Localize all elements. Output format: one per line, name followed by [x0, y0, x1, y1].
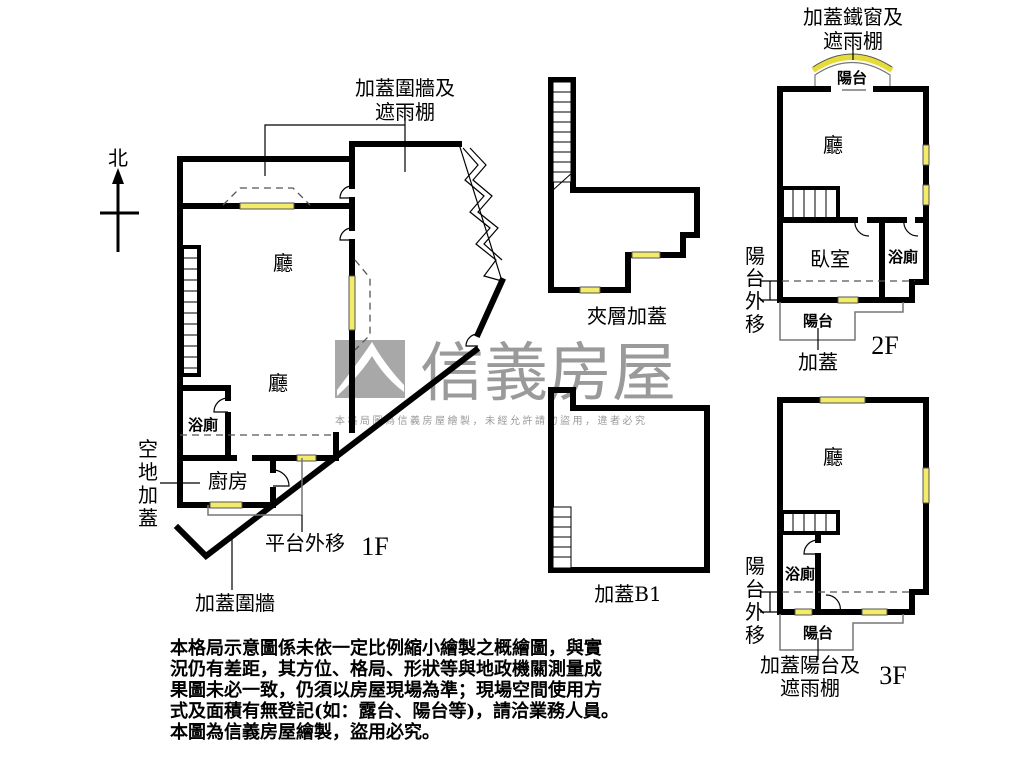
- added-wall-label: 加蓋圍牆: [195, 591, 275, 615]
- room-bathroom: 浴廁: [188, 416, 218, 434]
- 2f-room-balcony-bottom: 陽台: [803, 312, 833, 330]
- 2f-balcony-shift-3: 外: [745, 289, 765, 313]
- floor-label-b1: 加蓋B1: [594, 582, 661, 606]
- 3f-bottom-label-line2: 遮雨棚: [780, 676, 840, 700]
- floor-plan-3f: 廳 浴廁 陽台 陽 台 外 移 加蓋陽台及 遮雨棚 3F: [745, 396, 930, 700]
- watermark-notice: 本格局圖為信義房屋繪製，未經允許請勿盜用，違者必究: [335, 414, 648, 427]
- floor-plan-mezzanine: 夾層加蓋: [548, 77, 700, 328]
- 2f-balcony-shift-1: 陽: [745, 244, 765, 268]
- disclaimer-line: 況仍有差距，其方位、格局、形狀等與地政機關測量成: [170, 659, 602, 680]
- floor-label-1f: 1F: [361, 532, 388, 561]
- 3f-balcony-shift-4: 移: [745, 623, 765, 647]
- 3f-balcony-shift-3: 外: [745, 600, 765, 624]
- 2f-balcony-shift-2: 台: [745, 266, 765, 290]
- open-space-label-4: 蓋: [138, 506, 158, 530]
- 2f-balcony-shift-4: 移: [745, 312, 765, 336]
- room-living-1: 廳: [273, 251, 293, 275]
- roof-wall-label-line2: 遮雨棚: [375, 100, 435, 124]
- 3f-bottom-label-line1: 加蓋陽台及: [760, 653, 860, 677]
- room-living-2: 廳: [268, 371, 288, 395]
- north-compass: 北: [100, 146, 139, 252]
- 2f-room-balcony-top: 陽台: [837, 69, 867, 87]
- disclaimer: 本格局示意圖係未依一定比例縮小繪製之概繪圖，與實 況仍有差距，其方位、格局、形狀…: [170, 638, 690, 743]
- 2f-top-label-line1: 加蓋鐵窗及: [803, 5, 903, 29]
- floor-plan-2f: 加蓋鐵窗及 遮雨棚 陽台 廳 臥室 浴廁 陽台 陽 台 外 移 加蓋 2F: [745, 5, 930, 374]
- floor-label-3f: 3F: [879, 661, 906, 690]
- 2f-room-living: 廳: [823, 133, 843, 157]
- disclaimer-line: 式及面積有無登記(如：露台、陽台等)，請洽業務人員。: [170, 701, 620, 722]
- 3f-balcony-shift-1: 陽: [745, 554, 765, 578]
- disclaimer-line: 本格局示意圖係未依一定比例縮小繪製之概繪圖，與實: [170, 638, 602, 659]
- platform-shift-label: 平台外移: [265, 531, 345, 555]
- 2f-room-bathroom: 浴廁: [888, 248, 918, 266]
- 3f-room-bathroom: 浴廁: [785, 565, 815, 583]
- 2f-added-label: 加蓋: [798, 350, 838, 374]
- open-space-label-1: 空: [138, 437, 158, 461]
- 3f-balcony-shift-2: 台: [745, 577, 765, 601]
- north-label: 北: [108, 146, 128, 170]
- north-arrow-icon: [112, 168, 124, 184]
- disclaimer-line: 果圖未必一致，仍須以房屋現場為準；現場空間使用方: [170, 680, 602, 701]
- open-space-label-2: 地: [138, 460, 158, 484]
- 2f-room-bedroom: 臥室: [810, 247, 850, 271]
- 3f-room-living: 廳: [823, 445, 843, 469]
- floor-plan-b1: 加蓋B1: [548, 387, 710, 606]
- room-kitchen: 廚房: [208, 469, 248, 493]
- disclaimer-line: 本圖為信義房屋繪製，盜用必究。: [170, 722, 440, 743]
- 2f-top-label-line2: 遮雨棚: [823, 29, 883, 53]
- watermark: 信義房屋 本格局圖為信義房屋繪製，未經允許請勿盜用，違者必究: [335, 337, 676, 427]
- floor-label-mezzanine: 夾層加蓋: [587, 304, 667, 328]
- open-space-label-3: 加: [138, 483, 158, 507]
- 3f-room-balcony: 陽台: [803, 624, 833, 642]
- roof-wall-label-line1: 加蓋圍牆及: [355, 76, 455, 100]
- floor-label-2f: 2F: [871, 331, 898, 360]
- floor-plan-1f: 加蓋圍牆及 遮雨棚 廳 廳 浴廁 廚房 空 地 加 蓋 平台外移 1F 加蓋圍牆: [138, 76, 506, 615]
